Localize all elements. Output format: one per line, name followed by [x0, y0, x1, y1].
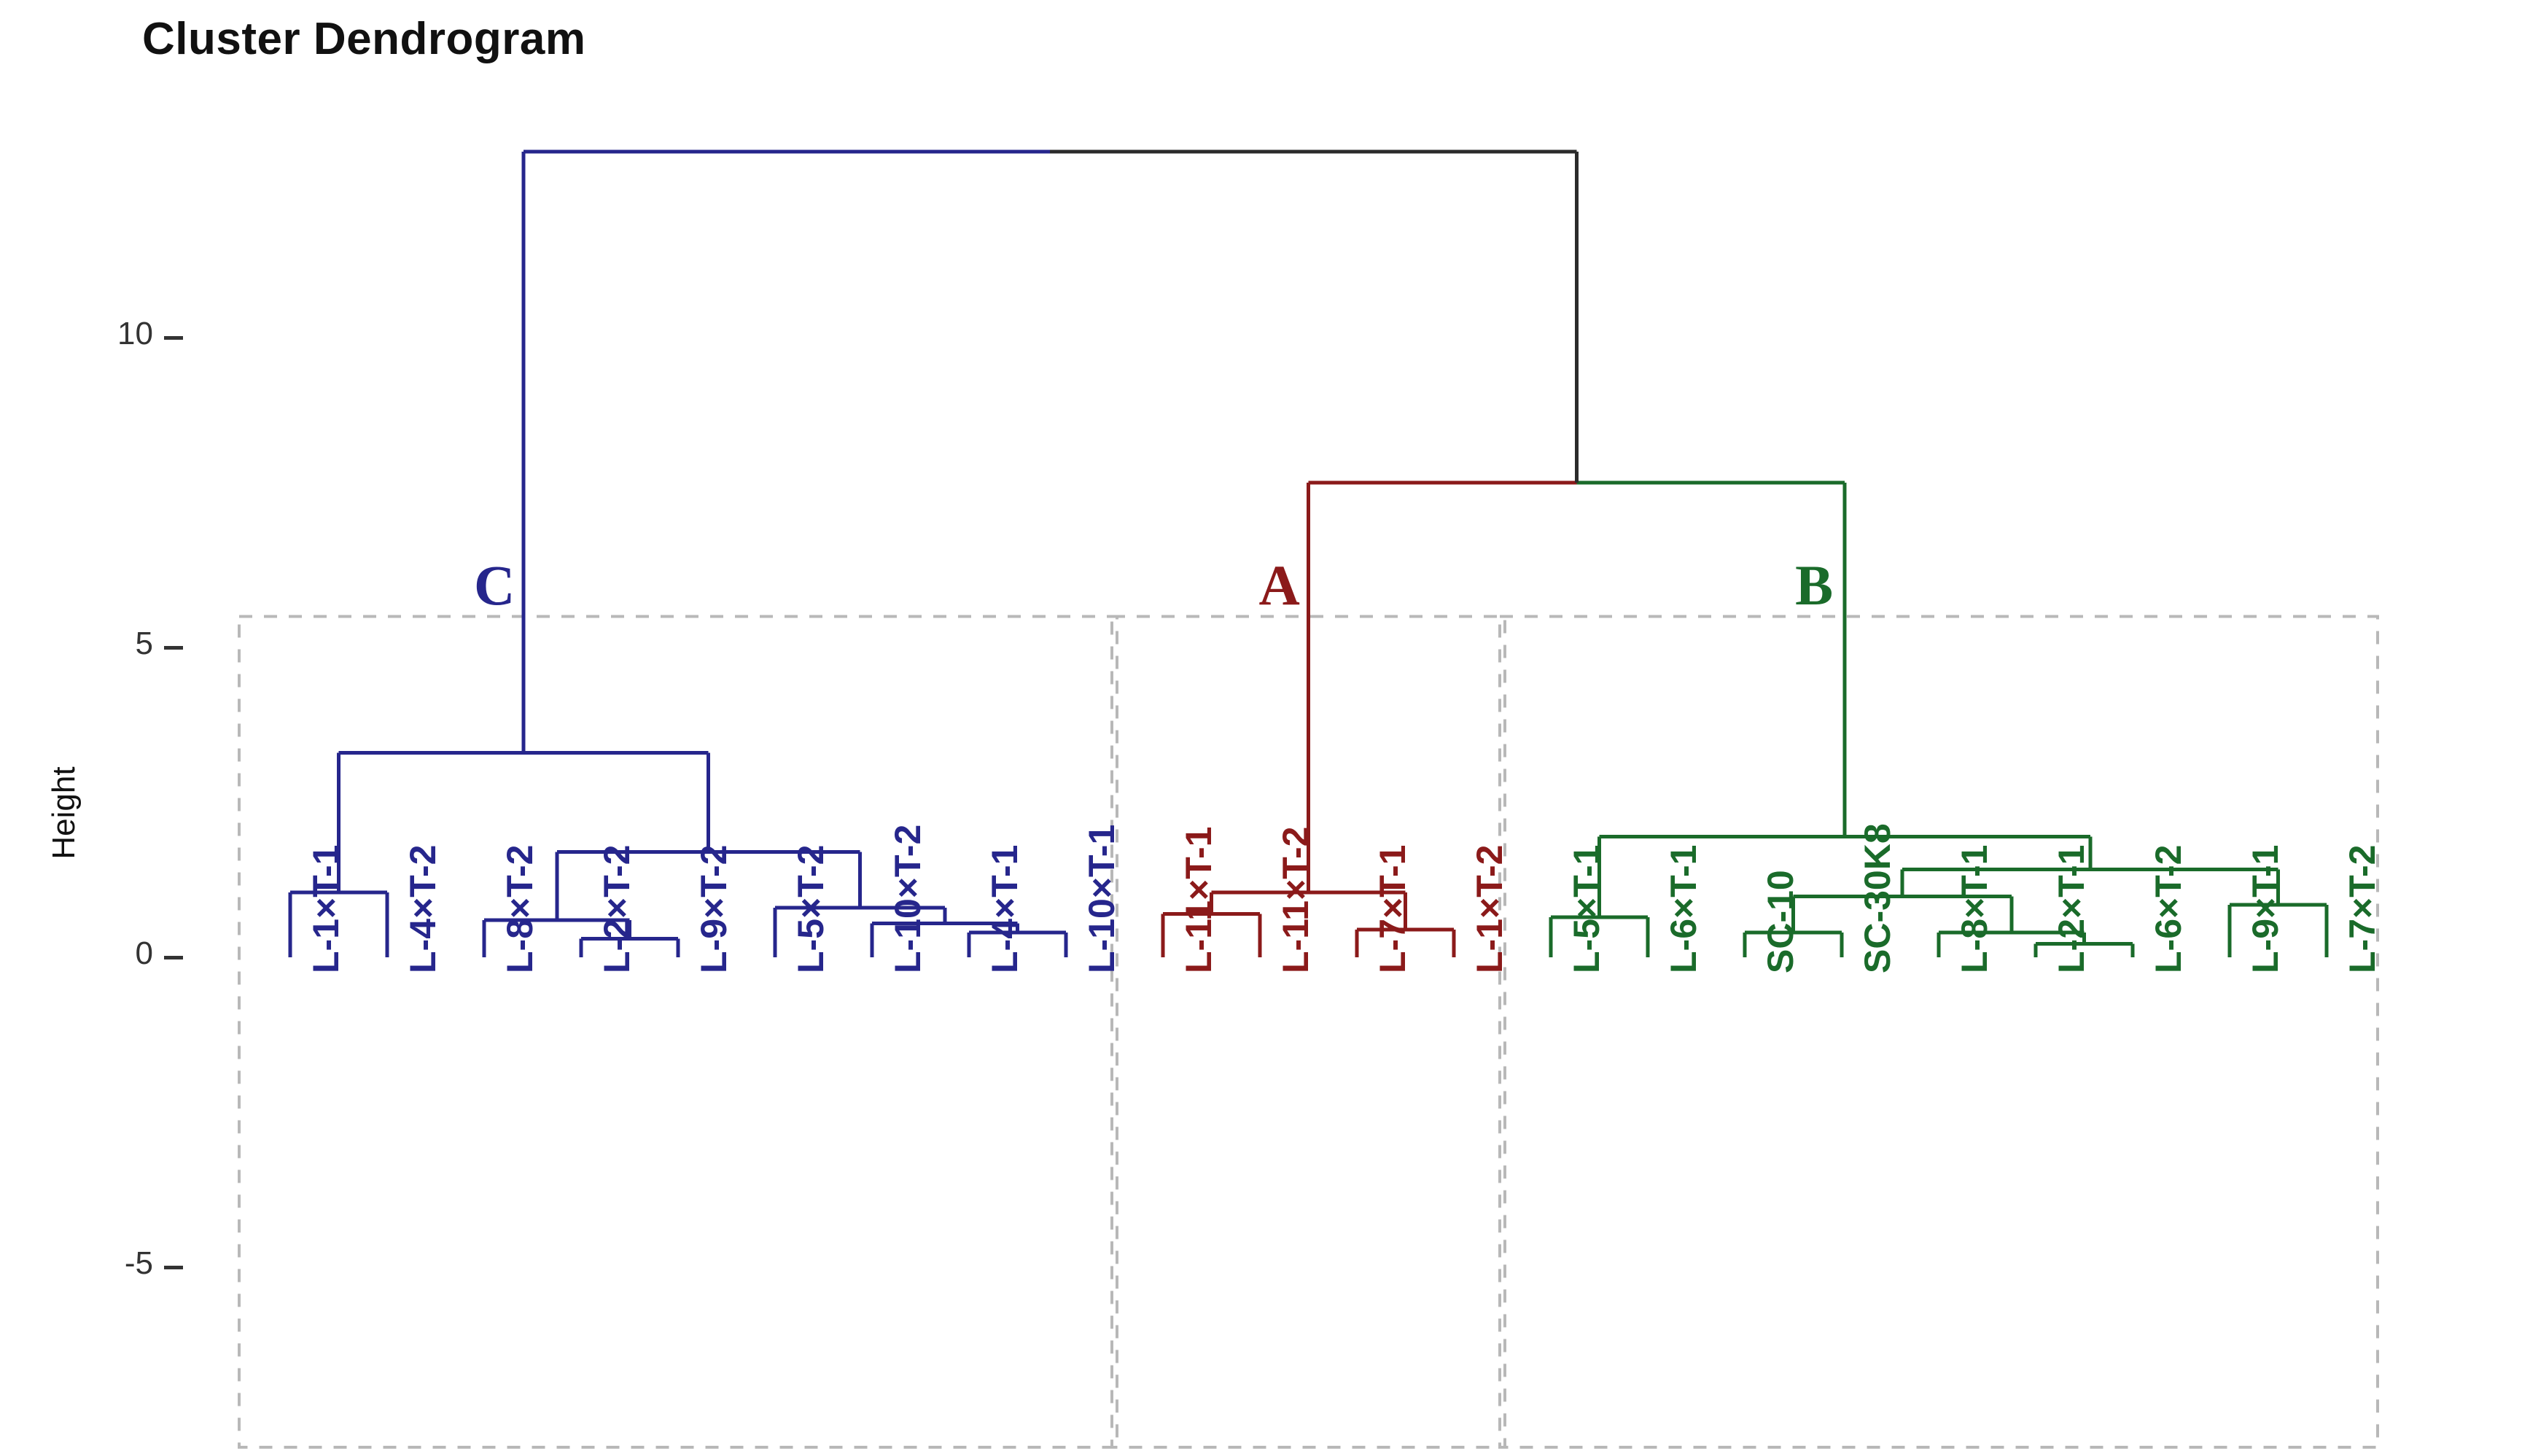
- y-tick-mark: [164, 646, 183, 650]
- leaf-label: L-1×T-1: [305, 844, 346, 973]
- leaf-label: SC-30K8: [1857, 823, 1898, 973]
- y-tick-label-10: 10: [117, 316, 153, 351]
- leaf-label: L-5×T-2: [790, 844, 831, 973]
- y-tick-label-5: 5: [135, 626, 153, 661]
- leaf-label: L-7×T-2: [2342, 844, 2383, 973]
- leaf-label: L-4×T-1: [984, 844, 1025, 973]
- y-tick-label-neg5: -5: [124, 1245, 153, 1281]
- y-tick-mark: [164, 336, 183, 340]
- cluster-cut-boxes: [238, 615, 2379, 1449]
- y-tick-mark: [164, 956, 183, 959]
- leaf-label: L-11×T-1: [1178, 826, 1219, 974]
- leaf-label: L-10×T-2: [887, 824, 928, 973]
- leaf-label: L-1×T-2: [1469, 844, 1510, 973]
- leaf-label: L-6×T-2: [2148, 844, 2189, 973]
- leaf-label: L-8×T-2: [499, 844, 540, 973]
- leaf-label: L-2×T-2: [596, 844, 637, 973]
- leaf-label: L-9×T-2: [693, 844, 734, 973]
- leaf-label: L-6×T-1: [1663, 844, 1704, 973]
- cluster-tag-c: C: [474, 553, 515, 617]
- cut-box-c: [238, 615, 1118, 1449]
- leaf-label: L-10×T-1: [1081, 824, 1122, 973]
- leaf-label: L-8×T-1: [1954, 844, 1995, 973]
- cluster-tag-a: A: [1258, 553, 1300, 617]
- leaf-label: L-7×T-1: [1372, 844, 1413, 973]
- y-tick-label-0: 0: [135, 935, 153, 971]
- page-title: Cluster Dendrogram: [142, 14, 586, 64]
- leaf-label: L-11×T-2: [1275, 826, 1316, 974]
- leaf-label: SC-10: [1760, 870, 1801, 973]
- leaf-label: L-2×T-1: [2051, 844, 2092, 973]
- leaf-label: L-5×T-1: [1566, 844, 1607, 973]
- leaf-label: L-4×T-2: [402, 844, 443, 973]
- cut-box-a: [1110, 615, 1506, 1449]
- leaf-label: L-9×T-1: [2245, 844, 2286, 973]
- cluster-tag-b: B: [1795, 553, 1834, 617]
- y-tick-mark: [164, 1266, 183, 1269]
- dendrogram-links: [288, 149, 2329, 957]
- cut-box-b: [1498, 615, 2379, 1449]
